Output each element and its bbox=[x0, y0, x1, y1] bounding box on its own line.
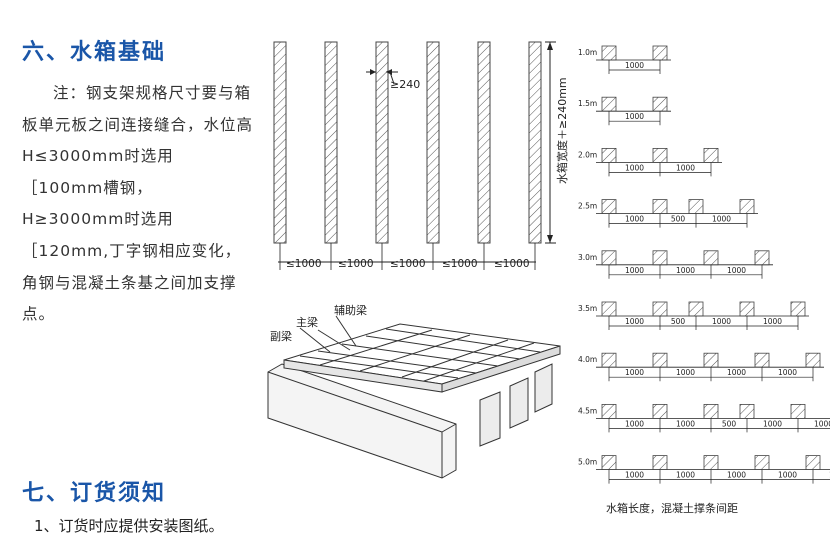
strip-block bbox=[739, 199, 755, 215]
strip-block bbox=[601, 96, 617, 112]
strip-spacing-label: 500 bbox=[671, 215, 686, 224]
length-label-4: 2.5m bbox=[578, 202, 597, 211]
strip-spacing-label: 1000 bbox=[625, 471, 644, 480]
strip-block bbox=[652, 96, 668, 112]
strip-block bbox=[601, 455, 617, 471]
strip-spacing-label: 500 bbox=[722, 419, 737, 428]
strip-block bbox=[703, 352, 719, 368]
strip-block bbox=[739, 403, 755, 419]
strip-spacing-label: 1000 bbox=[727, 471, 746, 480]
strip-block bbox=[652, 147, 668, 163]
strip-spacing-label: 1000 bbox=[625, 112, 644, 121]
strip-spacing-label: 1000 bbox=[763, 317, 782, 326]
strip-block bbox=[805, 352, 821, 368]
strip-spacing-label: 1000 bbox=[727, 368, 746, 377]
strip-spacing-label: 1000 bbox=[712, 215, 731, 224]
steel-support-2 bbox=[324, 41, 338, 244]
steel-support-1 bbox=[273, 41, 287, 244]
strip-block bbox=[754, 352, 770, 368]
length-label-2: 1.5m bbox=[578, 99, 597, 108]
strip-block bbox=[652, 455, 668, 471]
length-label-8: 4.5m bbox=[578, 406, 597, 415]
length-label-7: 4.0m bbox=[578, 355, 597, 364]
strip-block bbox=[601, 403, 617, 419]
strip-block bbox=[601, 352, 617, 368]
strip-block bbox=[790, 403, 806, 419]
strip-spacing-label: 1000 bbox=[727, 266, 746, 275]
strip-spacing-label: 1000 bbox=[778, 368, 797, 377]
strip-block bbox=[601, 45, 617, 61]
strip-spacing-label: 1000 bbox=[778, 471, 797, 480]
strip-spacing-label: 500 bbox=[671, 317, 686, 326]
strip-block bbox=[688, 301, 704, 317]
strip-block bbox=[703, 147, 719, 163]
strip-spacing-label: 1000 bbox=[625, 266, 644, 275]
strip-spacing-label: 1000 bbox=[625, 163, 644, 172]
strip-block bbox=[652, 301, 668, 317]
length-label-3: 2.0m bbox=[578, 150, 597, 159]
section7-title: 七、订货须知 bbox=[22, 481, 167, 506]
strip-spacing-label: 1000 bbox=[625, 317, 644, 326]
main-beam-label: 主梁 bbox=[296, 315, 318, 329]
spacing-label-4: ≤1000 bbox=[442, 258, 478, 270]
strip-spacing-label: 1000 bbox=[676, 163, 695, 172]
strip-spacing-label: 1000 bbox=[676, 471, 695, 480]
strip-spacing-label: 1000 bbox=[676, 368, 695, 377]
length-table-caption: 水箱长度，混凝土撑条间距 bbox=[606, 501, 738, 515]
strip-block bbox=[703, 455, 719, 471]
length-label-1: 1.0m bbox=[578, 48, 597, 57]
strip-block bbox=[754, 455, 770, 471]
steel-support-5 bbox=[477, 41, 491, 244]
strip-block bbox=[805, 455, 821, 471]
spacing-label-5: ≤1000 bbox=[494, 258, 530, 270]
strip-spacing-label: 1000 bbox=[625, 368, 644, 377]
strip-block bbox=[601, 301, 617, 317]
strip-spacing-label: 1000 bbox=[814, 419, 830, 428]
strip-spacing-label: 1000 bbox=[676, 266, 695, 275]
strip-block bbox=[688, 199, 704, 215]
strip-block bbox=[652, 45, 668, 61]
isometric-view-drawing bbox=[267, 315, 561, 479]
support-width-label: ≥240 bbox=[390, 78, 420, 91]
strip-block bbox=[652, 352, 668, 368]
length-label-5: 3.0m bbox=[578, 253, 597, 262]
length-label-6: 3.5m bbox=[578, 304, 597, 313]
tank-length-table: 1.0m 1000 1.5m 1000 2.0m 1000 1000 2.5m 1000 500 1… bbox=[578, 45, 830, 484]
strip-block bbox=[652, 403, 668, 419]
strip-block bbox=[790, 301, 806, 317]
strip-block bbox=[601, 199, 617, 215]
strip-block bbox=[652, 250, 668, 266]
aux-beam-label: 辅助梁 bbox=[334, 303, 367, 317]
sub-beam-label: 副梁 bbox=[270, 329, 292, 343]
strip-spacing-label: 1000 bbox=[829, 471, 830, 480]
section6-title: 六、水箱基础 bbox=[22, 40, 167, 65]
spacing-label-2: ≤1000 bbox=[338, 258, 374, 270]
top-view-drawing: 水箱宽度＋≥240mm ≥240 ≤1000 ≤1000 ≤1000 ≤1000… bbox=[273, 41, 569, 270]
strip-spacing-label: 1000 bbox=[676, 419, 695, 428]
strip-block bbox=[601, 250, 617, 266]
spacing-label-1: ≤1000 bbox=[286, 258, 322, 270]
spacing-label-3: ≤1000 bbox=[390, 258, 426, 270]
strip-block bbox=[652, 199, 668, 215]
section6-note: 注：钢支架规格尺寸要与箱板单元板之间连接缝合，水位高H≤3000mm时选用［10… bbox=[22, 84, 254, 324]
steel-support-4 bbox=[426, 41, 440, 244]
strip-spacing-label: 1000 bbox=[625, 61, 644, 70]
order-item-1: 1、订货时应提供安装图纸。 bbox=[34, 517, 224, 535]
strip-spacing-label: 1000 bbox=[763, 419, 782, 428]
strip-block bbox=[739, 301, 755, 317]
strip-spacing-label: 1000 bbox=[625, 215, 644, 224]
steel-support-6 bbox=[528, 41, 542, 244]
strip-block bbox=[601, 147, 617, 163]
strip-block bbox=[703, 403, 719, 419]
support-height-label: 水箱宽度＋≥240mm bbox=[555, 77, 569, 184]
strip-block bbox=[703, 250, 719, 266]
strip-spacing-label: 1000 bbox=[625, 419, 644, 428]
length-label-9: 5.0m bbox=[578, 458, 597, 467]
strip-spacing-label: 1000 bbox=[712, 317, 731, 326]
strip-block bbox=[754, 250, 770, 266]
